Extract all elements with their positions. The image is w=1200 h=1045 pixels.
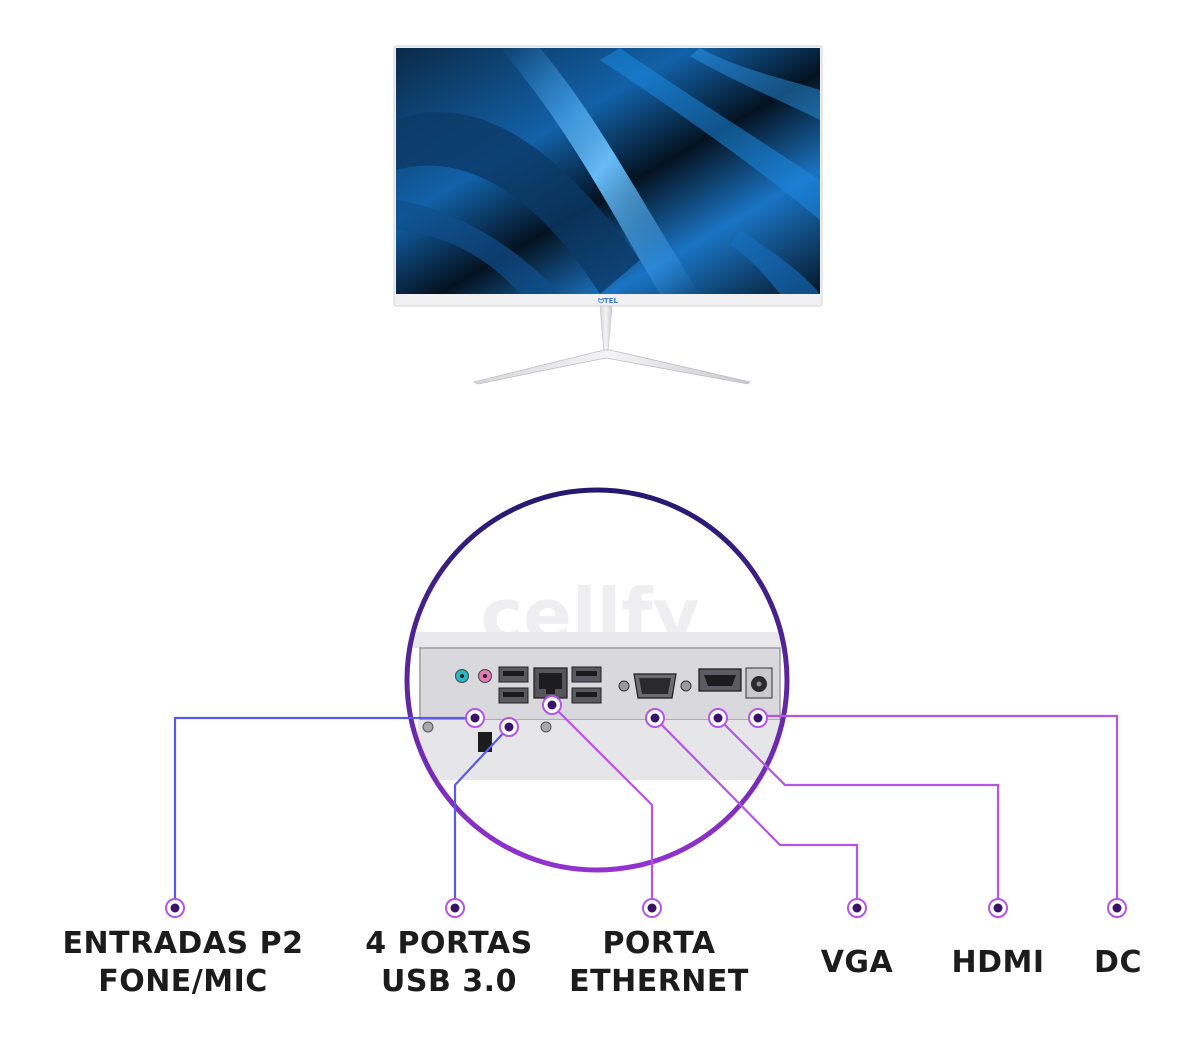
label-dc-line: DC [1094,945,1142,980]
label-hdmi-line: HDMI [951,945,1045,980]
label-marker-vga [847,898,867,918]
leader-line-vga [654,717,859,908]
label-p2-line: FONE/MIC [98,964,268,999]
leader-line-ethernet [551,704,654,908]
label-vga: VGA [821,944,894,982]
monitor-logo: ᗢTEL [598,297,618,305]
label-marker-p2 [165,898,185,918]
hdmi-port [698,668,742,692]
monitor-stand-neck [599,305,613,353]
label-usb-line: USB 3.0 [381,964,517,999]
label-ethernet-line: ETHERNET [569,964,749,999]
port-marker-hdmi [708,708,728,728]
label-marker-ethernet [642,898,662,918]
port-marker-ethernet [542,695,562,715]
label-hdmi: HDMI [951,944,1044,982]
usb-ports-left [498,666,529,704]
connector-dots [165,695,1127,918]
port-marker-vga [645,708,665,728]
port-marker-usb [499,717,519,737]
label-vga-line: VGA [820,945,894,980]
vga-port [618,673,692,699]
label-marker-hdmi [988,898,1008,918]
port-panel-zoom: cellfy [404,487,790,873]
leader-line-usb [453,726,510,908]
label-dc: DC [1094,944,1142,982]
leader-line-hdmi [717,717,1000,908]
label-ethernet-line: PORTA [602,926,716,961]
leader-line-p2 [173,716,475,908]
label-marker-dc [1107,898,1127,918]
label-usb-line: 4 PORTAS [365,926,533,961]
leader-line-dc [758,714,1119,908]
dc-port [745,667,773,699]
label-marker-usb [445,898,465,918]
label-p2-line: ENTRADAS P2 [62,926,304,961]
monitor: ᗢTEL [393,45,823,385]
leader-lines [173,704,1119,908]
zoom-circle-border [404,487,790,873]
screen-wallpaper [396,48,820,294]
ethernet-port [533,667,568,699]
usb-ports-right [571,666,602,704]
monitor-stand-base [472,349,751,385]
port-marker-p2 [465,708,485,728]
port-marker-dc [748,708,768,728]
